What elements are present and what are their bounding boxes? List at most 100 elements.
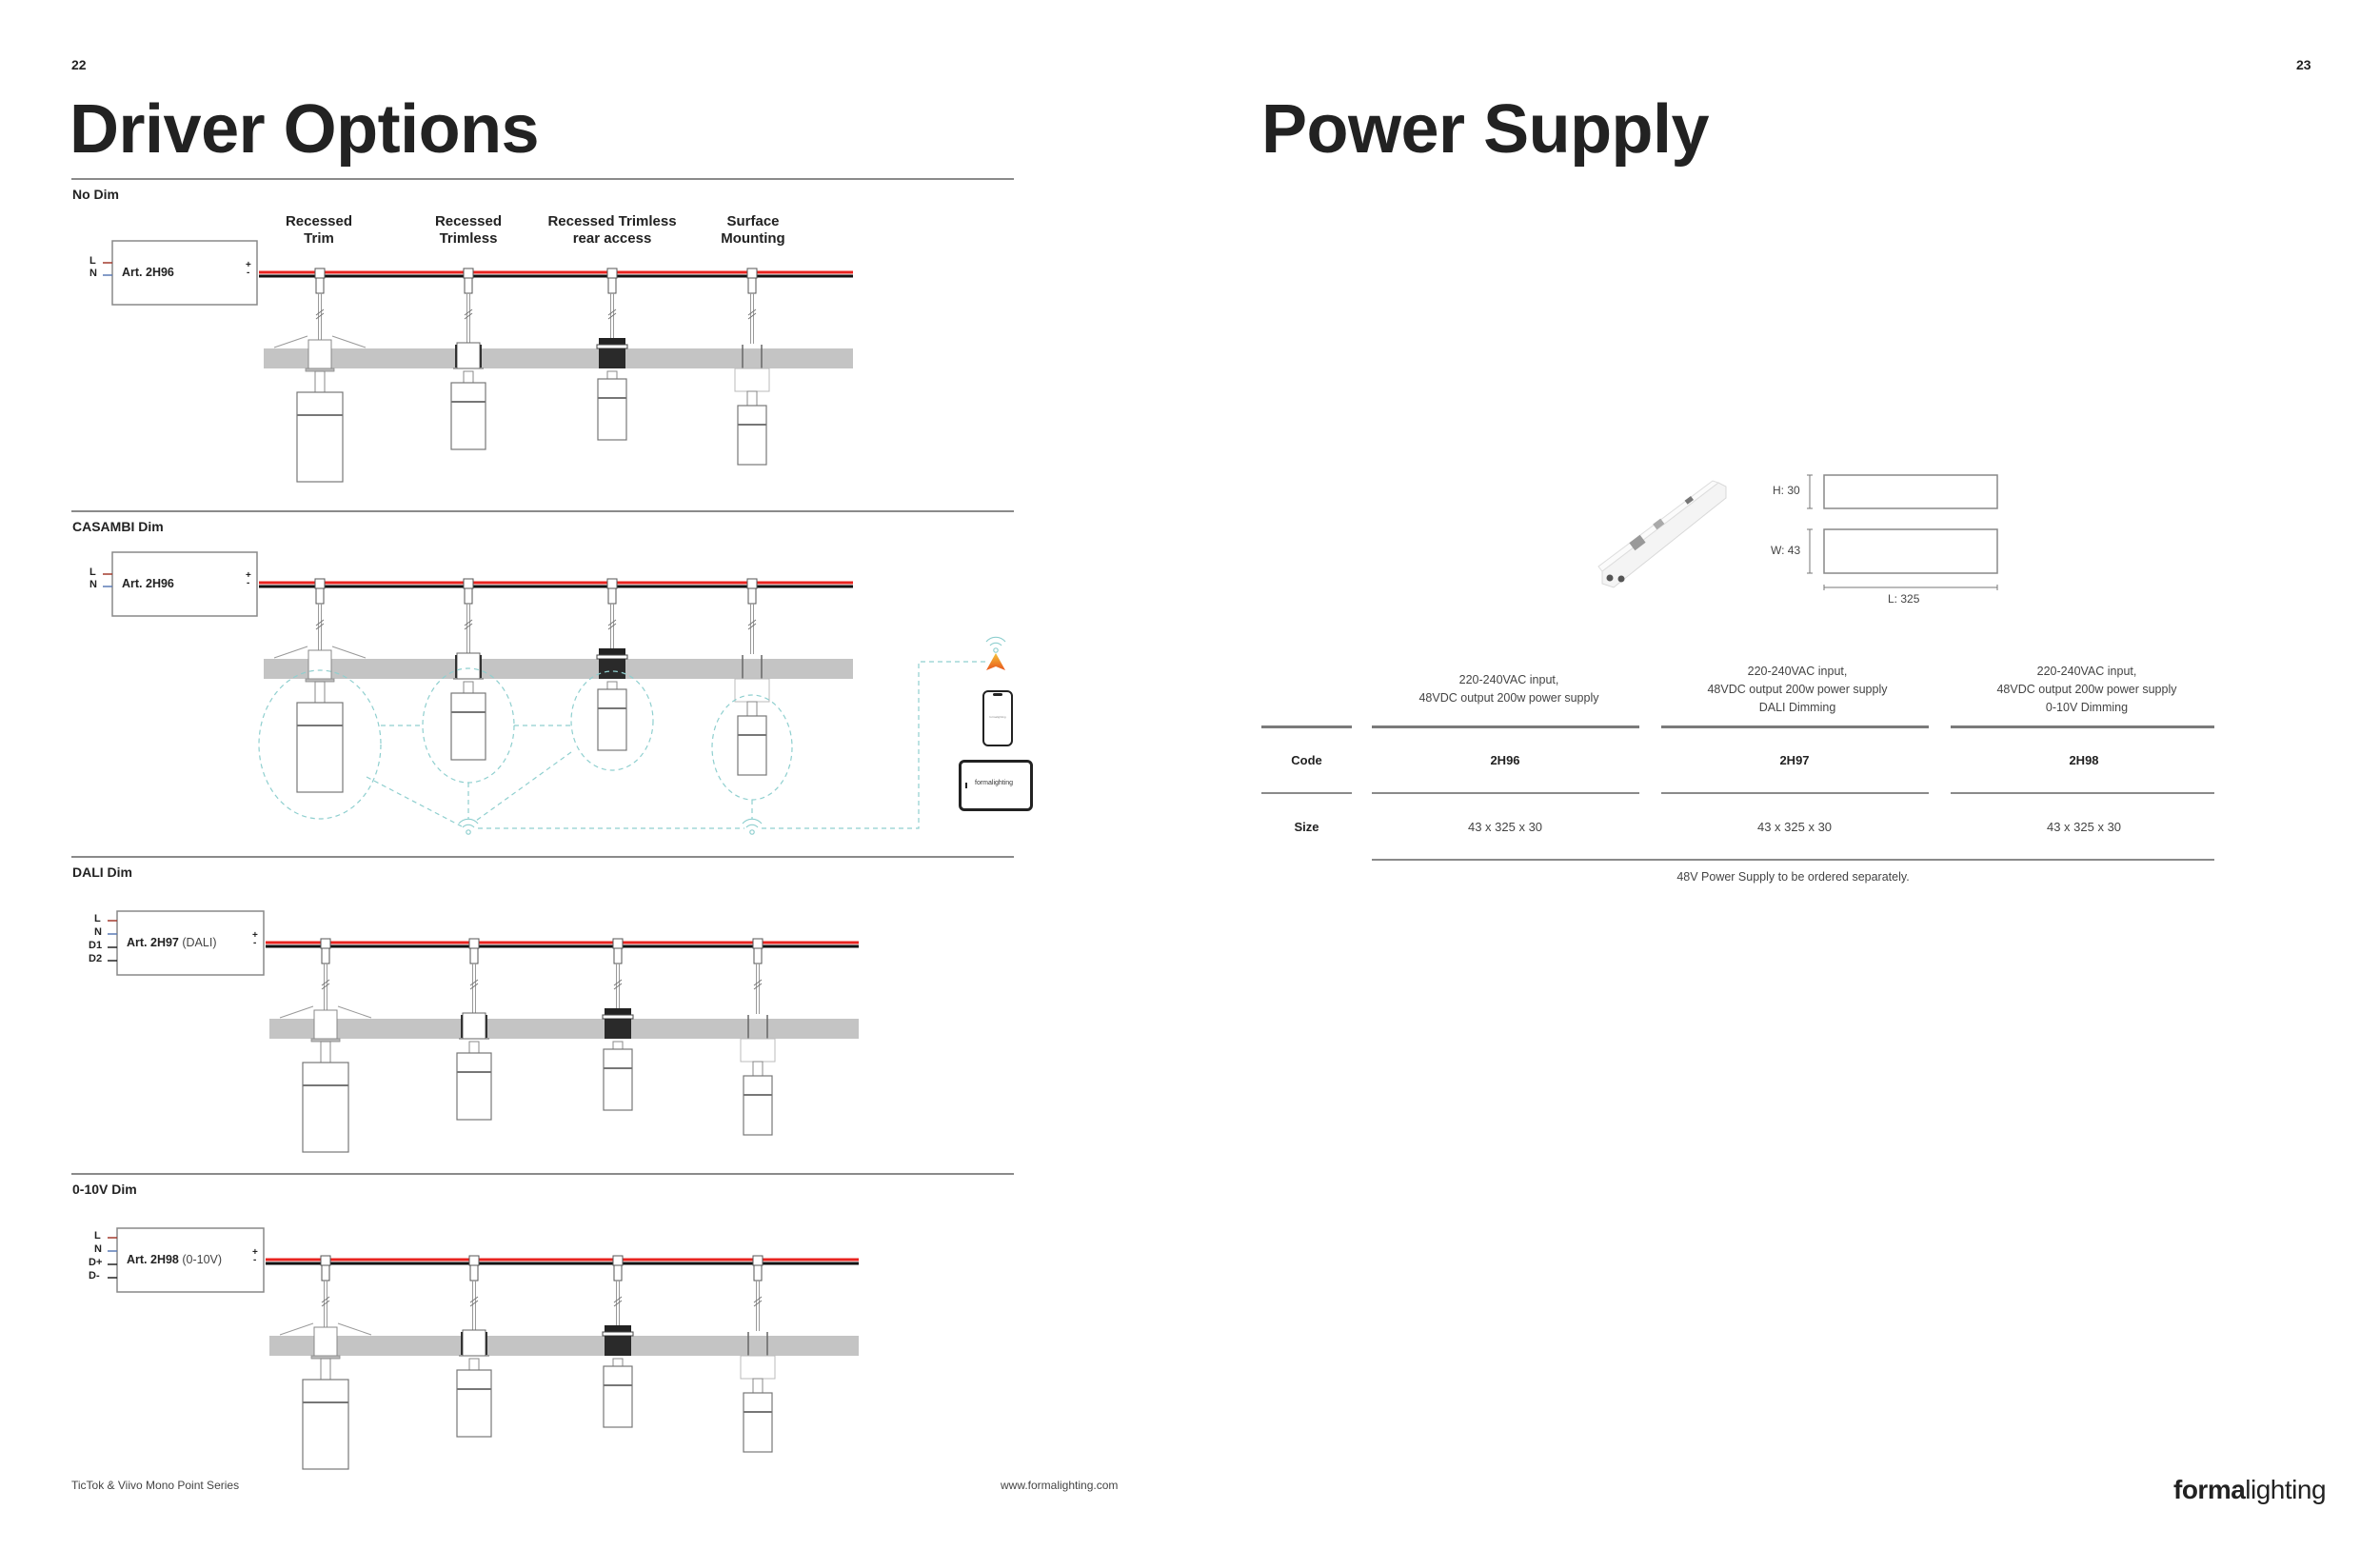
spring-clip <box>279 1322 314 1336</box>
terminal-label-l: L <box>89 255 96 267</box>
cable-break-mark <box>315 312 325 320</box>
wireless-zone <box>258 669 382 820</box>
dimension-drawing <box>1807 474 1998 590</box>
wire-connector <box>320 938 331 949</box>
cable-break-mark <box>321 979 330 986</box>
wifi-dot <box>749 829 755 835</box>
connector-plug <box>613 947 623 964</box>
cable-break-mark <box>315 619 325 626</box>
output-plus-label: + <box>246 570 251 581</box>
page-title-power-supply: Power Supply <box>1261 91 1710 168</box>
rear-access-cap <box>599 648 625 655</box>
driver-article-label: Art. 2H96 <box>122 266 174 279</box>
section-divider <box>71 856 1014 858</box>
surface-mount-base <box>734 368 770 392</box>
cable-break-mark <box>464 623 473 630</box>
cable-break-mark <box>613 1296 623 1303</box>
table-rule <box>1372 792 1639 794</box>
output-plus-label: + <box>252 1247 258 1258</box>
page-number-right: 23 <box>2296 57 2311 72</box>
height-dimension-label: H: 30 <box>1773 484 1800 497</box>
connector-plug <box>753 1264 763 1282</box>
wireless-link <box>366 776 463 827</box>
table-size-2h96: 43 x 325 x 30 <box>1467 820 1543 834</box>
rear-access-flange <box>596 344 628 349</box>
column-header-line: Trim <box>304 230 334 247</box>
connector-plug <box>753 947 763 964</box>
output-plus-label: + <box>246 260 251 270</box>
description-line: 48VDC output 200w power supply <box>1996 683 2177 696</box>
footer-website-link[interactable]: www.formalighting.com <box>1001 1479 1119 1492</box>
cable-break-mark <box>613 1300 623 1307</box>
cable-break-mark <box>607 308 617 316</box>
power-supply-product-image <box>1597 480 1727 588</box>
lamp-body <box>296 702 344 793</box>
table-row-label-code: Code <box>1291 753 1322 767</box>
output-minus-label: - <box>247 578 250 588</box>
table-size-2h97: 43 x 325 x 30 <box>1756 820 1833 834</box>
table-note: 48V Power Supply to be ordered separatel… <box>1676 870 1910 884</box>
cable-break-mark <box>607 312 617 320</box>
driver-article-label: Art. 2H96 <box>122 577 174 590</box>
connector-plug <box>607 587 617 605</box>
terminal-label-n: N <box>89 579 97 590</box>
wire-connector <box>606 268 618 279</box>
section-divider <box>71 510 1014 512</box>
driver-article-code: Art. 2H96 <box>122 265 174 279</box>
cable-break-mark <box>315 623 325 630</box>
terminal-label-d1: D1 <box>89 940 103 951</box>
wire-connector <box>606 578 618 589</box>
wire-connector <box>752 1255 764 1266</box>
surface-mount-base <box>740 1355 776 1380</box>
driver-box <box>116 1227 265 1293</box>
column-header-surface-mounting: Surface Mounting <box>672 213 834 248</box>
product-terminal <box>1606 574 1614 582</box>
wiring-diagram-0 <box>103 240 853 483</box>
lamp-body <box>302 1379 349 1470</box>
driver-article-code: Art. 2H96 <box>122 576 174 590</box>
terminal-label-n: N <box>94 1243 102 1255</box>
connector-plug <box>469 1264 479 1282</box>
wifi-arc <box>458 818 479 825</box>
connector-plug <box>607 277 617 294</box>
column-header-line: Recessed <box>285 213 353 229</box>
wireless-link <box>762 661 985 829</box>
driver-article-label: Art. 2H97 (DALI) <box>127 936 216 949</box>
column-header-line: Trimless <box>439 230 498 247</box>
product-body <box>1601 482 1727 588</box>
cable-break-mark <box>753 1296 763 1303</box>
casambi-wireless-network <box>258 636 1006 835</box>
spring-clip <box>273 646 308 659</box>
cable-break-mark <box>469 1300 479 1307</box>
wifi-dot <box>993 647 999 653</box>
table-rule <box>1661 725 1929 728</box>
description-line: 0-10V Dimming <box>2045 701 2129 714</box>
driver-article-code: Art. 2H98 <box>127 1252 179 1266</box>
logo-bold-part: forma <box>2173 1475 2246 1504</box>
column-header-line: Recessed Trimless <box>547 213 677 229</box>
driver-article-code: Art. 2H97 <box>127 935 179 949</box>
table-rule <box>1261 792 1352 794</box>
lamp-stem <box>746 390 758 407</box>
wireless-link <box>475 751 572 822</box>
connector-plug <box>321 947 330 964</box>
lamp-stem <box>468 1041 480 1054</box>
lamp-stem <box>612 1358 624 1367</box>
output-plus-label: + <box>252 930 258 941</box>
lamp-stem <box>752 1061 764 1077</box>
table-rule <box>1372 725 1639 728</box>
cable-break-mark <box>321 983 330 990</box>
lamp-stem <box>314 370 326 393</box>
wire-connector <box>752 938 764 949</box>
top-profile-box <box>1823 528 1998 574</box>
output-minus-label: - <box>253 1255 257 1265</box>
table-rule <box>1261 725 1352 728</box>
driver-box <box>111 551 258 617</box>
rear-access-housing <box>599 348 625 368</box>
table-code-2h97: 2H97 <box>1779 753 1810 767</box>
rear-access-cap <box>599 338 625 345</box>
trimless-housing <box>462 1329 486 1357</box>
section-divider <box>71 1173 1014 1175</box>
lamp-stem <box>752 1378 764 1394</box>
lamp-stem <box>314 681 326 704</box>
